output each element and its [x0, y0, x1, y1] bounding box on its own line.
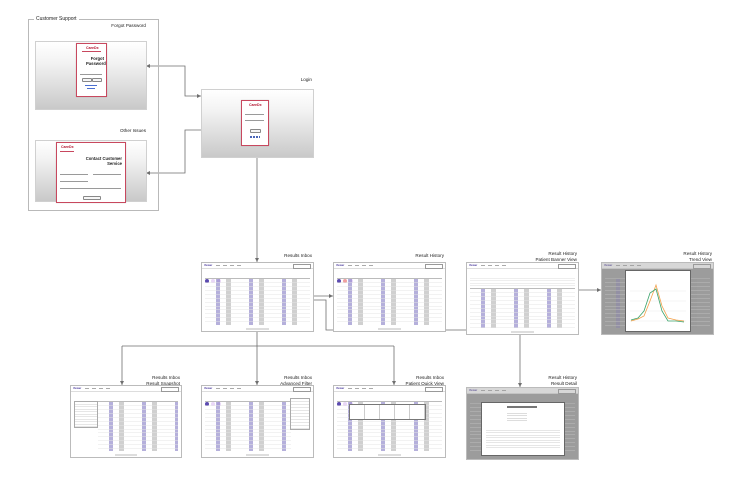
connector-inbox-children — [121, 330, 395, 385]
patient-banner — [470, 276, 575, 286]
result-history-trend-screen[interactable]: Viewer — [601, 262, 714, 335]
results-inbox-filter-screen[interactable]: Viewer — [201, 385, 314, 458]
screen-title-snapshot: Results Inbox Result Snapshot — [146, 375, 180, 386]
cancel-button[interactable] — [92, 78, 102, 82]
screen-title-quick-view: Results Inbox Patient Quick View — [405, 375, 444, 386]
login-card: CareDx — [241, 100, 269, 146]
screen-title-detail: Result History Result Detail — [548, 375, 577, 386]
result-history-screen[interactable]: Viewer — [333, 262, 446, 332]
connector-forgot-login — [146, 65, 201, 97]
logo: CareDx — [86, 46, 99, 50]
screen-title-results-inbox: Results Inbox — [284, 253, 312, 258]
contact-customer-service-card: CareDx Contact Customer Service — [56, 142, 126, 203]
screen-title-login: Login — [300, 77, 312, 82]
forgot-password-screen[interactable]: CareDx Forgot Password — [35, 41, 147, 110]
filter-panel — [290, 398, 310, 430]
other-issues-screen[interactable]: CareDx Contact Customer Service — [35, 140, 147, 203]
results-inbox-snapshot-screen[interactable]: Viewer — [70, 385, 182, 458]
social-icons — [250, 136, 260, 138]
connector-login-other — [146, 129, 201, 174]
login-screen[interactable]: CareDx — [201, 89, 314, 158]
trend-chart-modal — [625, 270, 691, 332]
forgot-password-card: CareDx Forgot Password — [76, 43, 107, 97]
customer-support-group — [28, 19, 159, 211]
submit-button[interactable] — [82, 78, 92, 82]
card-heading: Forgot Password — [86, 56, 106, 66]
quick-view-popover — [349, 404, 426, 420]
result-history-detail-screen[interactable]: Viewer — [466, 387, 579, 460]
result-detail-modal — [481, 402, 565, 456]
login-button[interactable] — [250, 129, 261, 133]
screen-title-other-issues: Other Issues — [119, 128, 146, 133]
card-heading: Contact Customer Service — [85, 156, 122, 166]
send-button[interactable] — [83, 196, 101, 200]
trend-chart — [630, 283, 686, 323]
results-inbox-quick-view-screen[interactable]: Viewer — [333, 385, 446, 458]
result-history-banner-screen[interactable]: Viewer — [466, 262, 579, 335]
screen-title-result-history: Result History — [415, 253, 444, 258]
snapshot-panel — [74, 401, 98, 428]
screen-title-forgot-password: Forgot Password — [111, 23, 146, 28]
logo: CareDx — [249, 103, 262, 107]
screen-title-trend: Result History Trend View — [683, 251, 712, 262]
screen-title-banner: Result History Patient Banner View — [535, 251, 577, 262]
screen-title-filter: Results Inbox Advanced Filter — [280, 375, 312, 386]
logo: CareDx — [61, 145, 74, 149]
results-inbox-screen[interactable]: Viewer — [201, 262, 314, 332]
group-label: Customer Support — [34, 16, 79, 22]
